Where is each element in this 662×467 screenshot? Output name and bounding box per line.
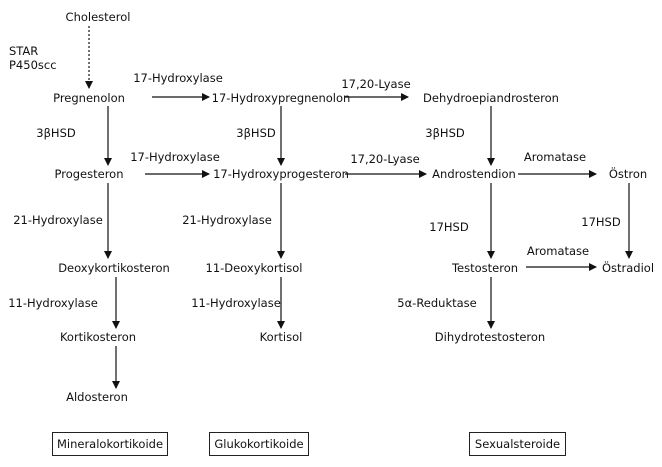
enzyme-3bhsd-2: 3βHSD: [236, 126, 276, 140]
enzyme-11-hydroxylase-1: 11-Hydroxylase: [8, 296, 98, 310]
enzyme-21-hydroxylase-1: 21-Hydroxylase: [13, 213, 103, 227]
enzyme-star: STAR: [9, 44, 39, 58]
node-deoxykortikosteron: Deoxykortikosteron: [58, 261, 170, 275]
node-cholesterol: Cholesterol: [65, 10, 131, 24]
node-kortikosteron: Kortikosteron: [59, 330, 137, 344]
enzyme-5a-reduktase: 5α-Reduktase: [397, 296, 477, 310]
enzyme-aromatase-2: Aromatase: [526, 244, 590, 258]
node-dihydrotestosteron: Dihydrotestosteron: [434, 330, 546, 344]
enzyme-11-hydroxylase-2: 11-Hydroxylase: [191, 296, 281, 310]
node-testosteron: Testosteron: [451, 261, 519, 275]
group-glukokortikoide: Glukokortikoide: [209, 432, 309, 456]
node-aldosteron: Aldosteron: [66, 390, 128, 404]
group-mineralokortikoide: Mineralokortikoide: [52, 432, 168, 456]
enzyme-aromatase-1: Aromatase: [523, 150, 587, 164]
enzyme-3bhsd-1: 3βHSD: [36, 126, 76, 140]
node-dehydroepiandrosteron: Dehydroepiandrosteron: [423, 91, 559, 105]
enzyme-17-20-lyase-mid: 17,20-Lyase: [350, 152, 420, 166]
enzyme-17hsd-2: 17HSD: [581, 215, 621, 229]
node-oestradiol: Östradiol: [601, 261, 655, 275]
node-pregnenolon: Pregnenolon: [53, 91, 125, 105]
enzyme-3bhsd-3: 3βHSD: [425, 126, 465, 140]
node-kortisol: Kortisol: [259, 330, 303, 344]
enzyme-21-hydroxylase-2: 21-Hydroxylase: [182, 213, 272, 227]
node-androstendion: Androstendion: [432, 167, 516, 181]
node-17-hydroxyprogesteron: 17-Hydroxyprogesteron: [213, 167, 349, 181]
group-sexualsteroide: Sexualsteroide: [469, 432, 566, 456]
node-11-deoxykortisol: 11-Deoxykortisol: [205, 261, 303, 275]
node-progesteron: Progesteron: [54, 167, 124, 181]
enzyme-17-hydroxylase-mid: 17-Hydroxylase: [130, 150, 220, 164]
node-17-hydroxypregnenolon: 17-Hydroxypregnenolon: [211, 91, 351, 105]
enzyme-17hsd-1: 17HSD: [429, 220, 469, 234]
enzyme-17-hydroxylase-top: 17-Hydroxylase: [133, 71, 223, 85]
node-oestron: Östron: [608, 167, 648, 181]
enzyme-17-20-lyase-top: 17,20-Lyase: [341, 77, 411, 91]
enzyme-p450scc: P450scc: [9, 58, 57, 72]
